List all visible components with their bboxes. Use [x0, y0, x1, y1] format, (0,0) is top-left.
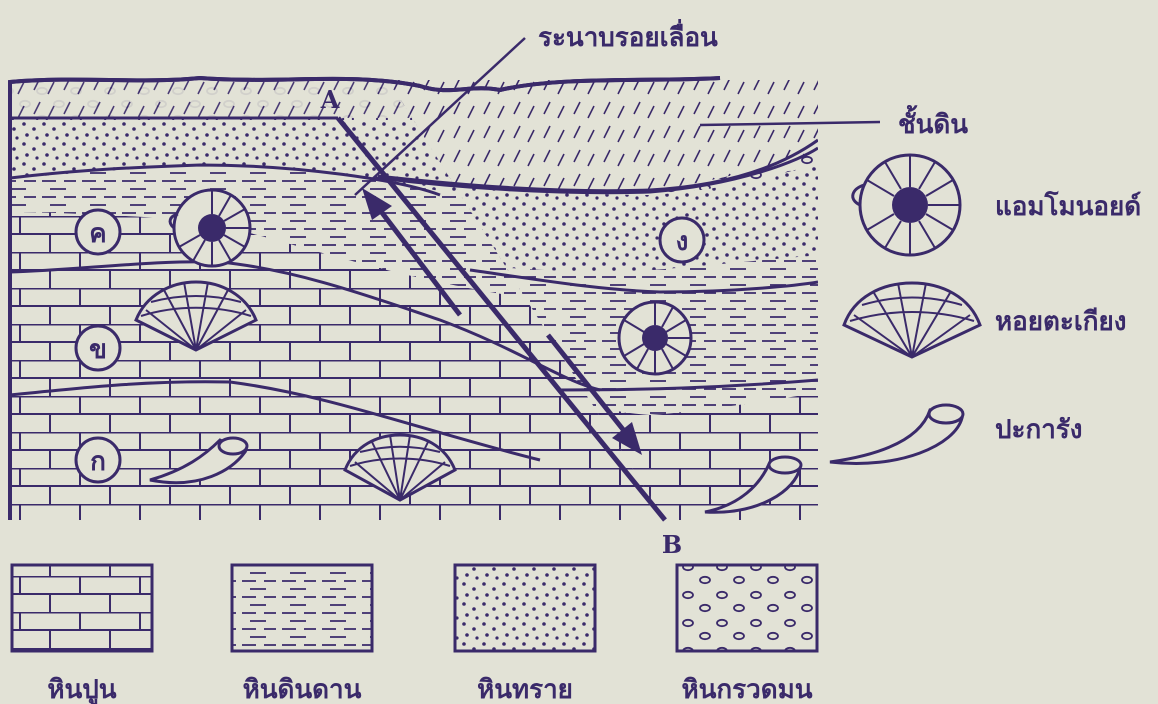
layer-label-kho2: ค	[76, 210, 120, 254]
ammonite-icon	[853, 155, 960, 255]
fossil-legend-label-2: หอยตะเกียง	[995, 307, 1126, 337]
fault-plane-label: ระนาบรอยเลื่อน	[538, 18, 718, 53]
svg-text:ง: ง	[676, 227, 689, 257]
point-a-label: A	[320, 85, 340, 114]
shale-pattern-icon	[232, 565, 372, 651]
limestone-pattern-icon	[12, 565, 152, 651]
fossil-legend-label-3: ปะการัง	[995, 415, 1082, 445]
fossil-legend: แอมโมนอยด์ หอยตะเกียง ปะการัง	[830, 155, 1141, 464]
svg-text:ข: ข	[89, 335, 107, 365]
layer-label-kho: ข	[76, 326, 120, 370]
svg-text:ค: ค	[89, 219, 106, 249]
point-b-label: B	[662, 530, 682, 559]
rock-legend: หินปูน หินดินดาน หินทราย หินกรวดมน	[12, 565, 817, 704]
soil-label: ชั้นดิน	[898, 104, 968, 140]
layer-label-ngo: ง	[660, 218, 704, 262]
ammonite-fossil-2	[619, 302, 691, 374]
rock-legend-label-1: หินปูน	[47, 675, 116, 704]
layer-label-ko: ก	[76, 438, 120, 482]
svg-text:ก: ก	[90, 447, 106, 477]
sandstone-pattern-icon	[455, 565, 595, 651]
fossil-legend-label-1: แอมโมนอยด์	[995, 190, 1141, 222]
conglomerate-pattern-icon	[677, 565, 817, 651]
rock-legend-label-2: หินดินดาน	[243, 675, 362, 704]
rock-legend-label-3: หินทราย	[477, 675, 573, 704]
coral-icon	[830, 405, 963, 464]
scallop-icon	[844, 283, 980, 357]
rock-legend-label-4: หินกรวดมน	[681, 675, 812, 704]
